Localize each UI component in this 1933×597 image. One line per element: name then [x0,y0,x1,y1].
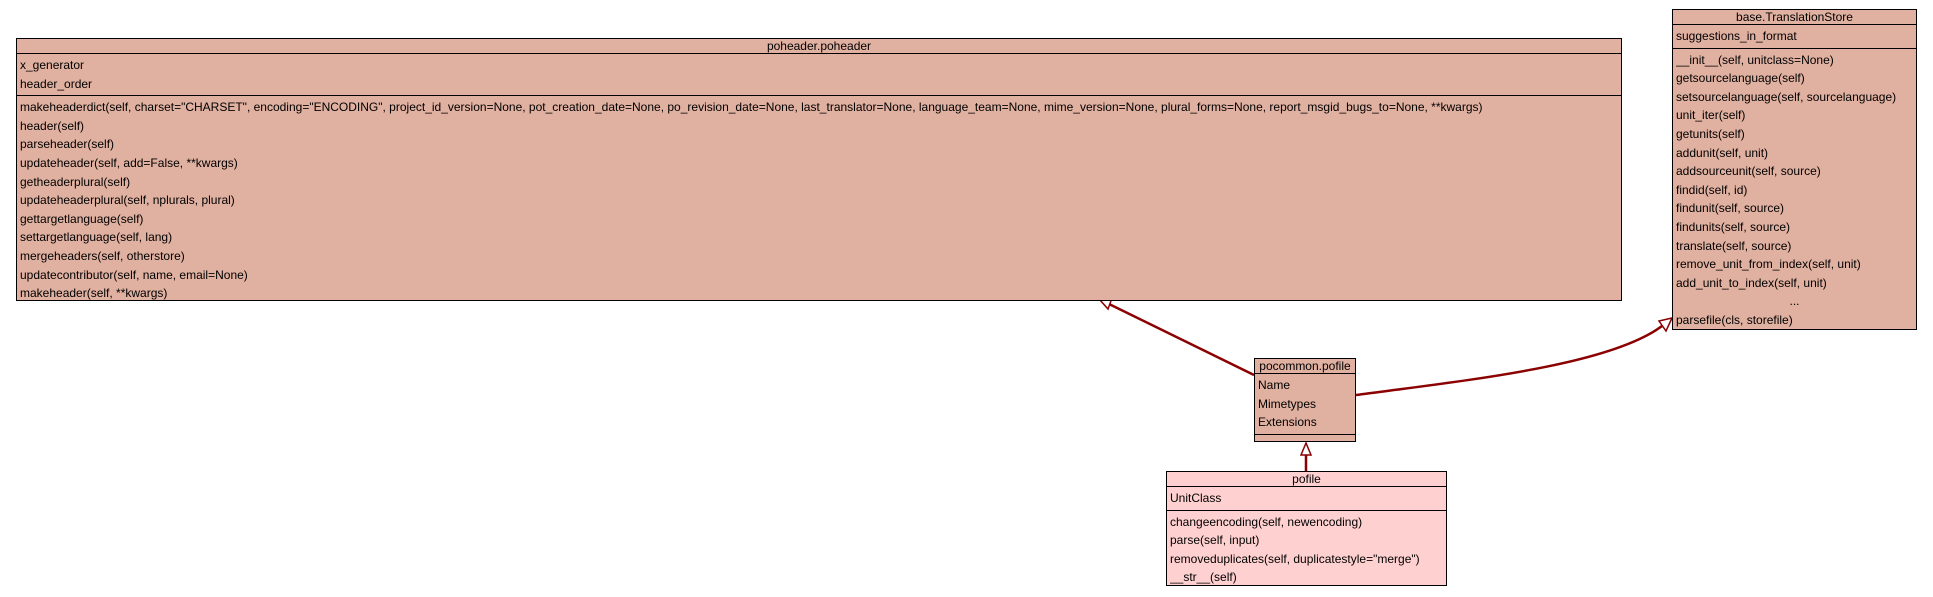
edge-pocommon-to-translationstore [1355,324,1663,397]
method: getheaderplural(self) [20,174,131,189]
method: updateheader(self, add=False, **kwargs) [20,155,238,170]
method: add_unit_to_index(self, unit) [1676,275,1827,290]
method: changeencoding(self, newencoding) [1170,514,1363,529]
method: unit_iter(self) [1676,108,1746,123]
attribute: Mimetypes [1258,396,1317,411]
method: gettargetlanguage(self) [20,211,144,226]
attribute: header_order [20,76,93,91]
methods-section: changeencoding(self, newencoding) parse(… [1167,509,1446,589]
attributes-section: x_generator header_order [17,53,1621,95]
class-title: base.TranslationStore [1736,10,1853,24]
method: translate(self, source) [1676,238,1792,253]
edge-arrowhead-translationstore [1657,316,1674,333]
method: makeheader(self, **kwargs) [20,286,168,301]
class-translationstore[interactable]: base.TranslationStore suggestions_in_for… [1672,9,1917,330]
methods-section: makeheaderdict(self, charset="CHARSET", … [17,95,1621,305]
attributes-section: UnitClass [1167,486,1446,510]
class-pocommon-pofile[interactable]: pocommon.pofile Name Mimetypes Extension… [1254,358,1356,442]
attribute: Name [1258,378,1291,392]
method: __str__(self) [1170,570,1237,585]
method: addsourceunit(self, source) [1676,164,1821,179]
method: addunit(self, unit) [1676,145,1769,160]
class-title: pofile [1292,472,1321,486]
method: findid(self, id) [1676,182,1748,197]
method: removeduplicates(self, duplicatestyle="m… [1170,551,1420,566]
method: mergeheaders(self, otherstore) [20,248,185,263]
attribute: suggestions_in_format [1676,29,1797,43]
method: findunits(self, source) [1676,219,1791,234]
class-pofile[interactable]: pofile UnitClass changeencoding(self, ne… [1166,471,1447,586]
method: settargetlanguage(self, lang) [20,230,173,245]
method: setsourcelanguage(self, sourcelanguage) [1676,89,1897,104]
class-title: pocommon.pofile [1259,359,1351,373]
class-poheader[interactable]: poheader.poheader x_generator header_ord… [16,38,1622,301]
class-title: poheader.poheader [766,39,872,53]
method: parsefile(cls, storefile) [1676,312,1793,327]
edge-arrowhead-pocommon [1299,441,1313,456]
method: updateheaderplural(self, nplurals, plura… [20,193,235,208]
methods-section [1255,433,1355,441]
method: header(self) [20,118,85,133]
attribute: UnitClass [1170,491,1222,505]
attribute: Extensions [1258,415,1317,430]
edge-pocommon-to-poheader [1108,302,1255,377]
method: updatecontributor(self, name, email=None… [20,267,248,282]
method: __init__(self, unitclass=None) [1676,52,1834,67]
attributes-section: suggestions_in_format [1673,24,1916,48]
method: parse(self, input) [1170,533,1260,548]
method: getunits(self) [1676,126,1745,141]
attributes-section: Name Mimetypes Extensions [1255,373,1355,434]
method: getsourcelanguage(self) [1676,71,1805,86]
method: parseheader(self) [20,137,115,152]
method: remove_unit_from_index(self, unit) [1676,257,1861,272]
method-ellipsis: ... [1789,294,1800,309]
method: findunit(self, source) [1676,201,1785,216]
methods-section: __init__(self, unitclass=None) getsource… [1673,47,1916,332]
method: makeheaderdict(self, charset="CHARSET", … [20,100,1483,115]
attribute: x_generator [20,58,85,72]
